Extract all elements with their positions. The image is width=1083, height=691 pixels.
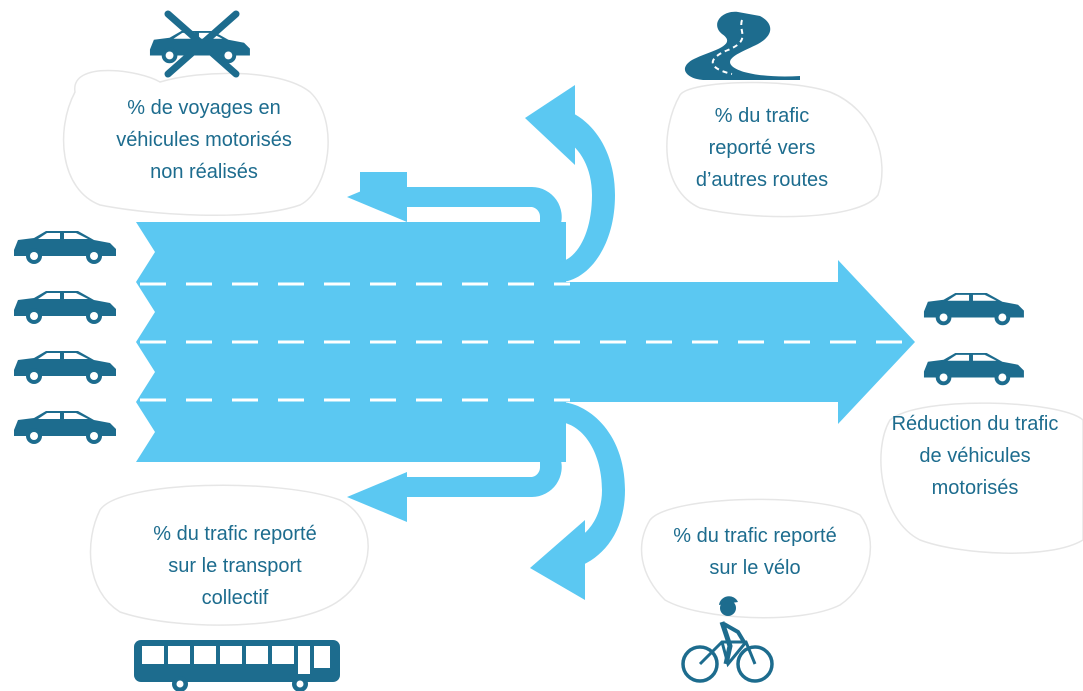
label-public-transport: % du trafic reporté sur le transport col…: [153, 523, 317, 609]
u-turn-arrow-not-made: [347, 172, 562, 282]
cloud-transit: [89, 484, 369, 626]
car-icon: [14, 231, 116, 264]
winding-road-icon: [684, 11, 800, 81]
car-icon: [923, 292, 1024, 326]
cloud-other-road: [666, 81, 883, 218]
bus-icon: [134, 640, 340, 691]
car-icon: [14, 291, 116, 324]
label-bicycle: % du trafic reporté sur le vélo: [673, 525, 837, 579]
label-other-routes: % du trafic reporté vers d’autres routes: [695, 105, 829, 191]
car-icon: [14, 411, 116, 444]
curved-arrow-other-routes: [525, 85, 615, 282]
car-crossed-out-icon: [149, 10, 250, 78]
lane-markings: [140, 282, 912, 402]
cloud-not-made: [62, 69, 329, 217]
cloud-reduction: [880, 402, 1083, 554]
u-turn-arrow-transit: [347, 402, 562, 522]
label-trips-not-made: % de voyages en véhicules motorisés non …: [116, 97, 292, 183]
label-clouds: [62, 69, 1083, 626]
car-icon: [923, 352, 1024, 386]
cloud-bike: [640, 498, 872, 619]
curved-arrow-bike: [530, 402, 625, 600]
car-icon: [14, 351, 116, 384]
label-traffic-reduction: Réduction du trafic de véhicules motoris…: [891, 413, 1059, 499]
cyclist-icon: [681, 596, 774, 683]
